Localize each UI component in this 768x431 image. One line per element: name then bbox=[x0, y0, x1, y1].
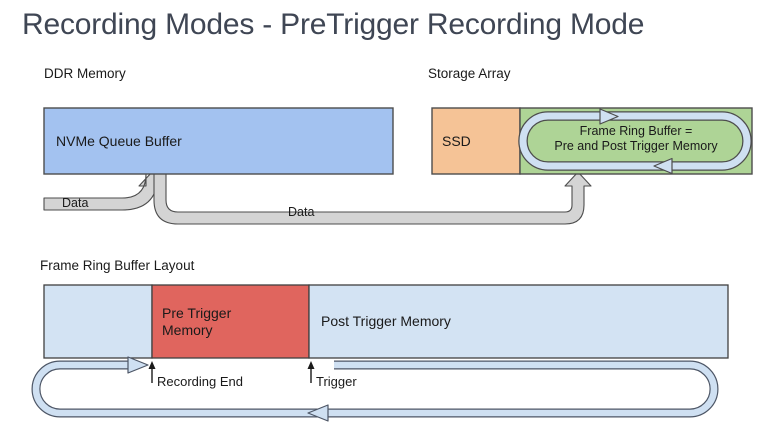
frame-ring-buffer-layout-label: Frame Ring Buffer Layout bbox=[40, 258, 195, 273]
ring-layout-segment-pre-trigger-memory bbox=[151, 284, 310, 359]
ddr-memory-section-label: DDR Memory bbox=[44, 66, 126, 81]
trigger-marker bbox=[307, 361, 315, 383]
ring-buffer-loop-arrow bbox=[518, 108, 752, 175]
ssd-label: SSD bbox=[442, 133, 471, 149]
ring-layout-segment-empty-left bbox=[43, 284, 153, 359]
pre-trigger-memory-label-line1: Pre Trigger bbox=[162, 305, 232, 321]
nvme-queue-buffer-label: NVMe Queue Buffer bbox=[56, 133, 182, 149]
frame-ring-buffer-label-line2: Pre and Post Trigger Memory bbox=[554, 139, 718, 153]
data-out-pipe bbox=[153, 171, 592, 225]
recording-end-label: Recording End bbox=[157, 374, 243, 389]
nvme-queue-buffer-box bbox=[43, 107, 394, 175]
frame-ring-buffer-label-line1: Frame Ring Buffer = bbox=[579, 124, 693, 138]
ring-layout-loop-arrow bbox=[31, 356, 719, 422]
pre-trigger-memory-label-line2: Memory bbox=[162, 322, 213, 338]
data-out-pipe-label: Data bbox=[288, 205, 315, 219]
data-in-pipe-label: Data bbox=[62, 196, 89, 210]
storage-array-section-label: Storage Array bbox=[428, 66, 511, 81]
trigger-label: Trigger bbox=[316, 374, 357, 389]
recording-end-marker bbox=[148, 361, 156, 383]
post-trigger-memory-label: Post Trigger Memory bbox=[321, 313, 451, 329]
page-title: Recording Modes - PreTrigger Recording M… bbox=[22, 8, 645, 41]
ring-layout-segment-post-trigger-memory bbox=[308, 284, 729, 359]
